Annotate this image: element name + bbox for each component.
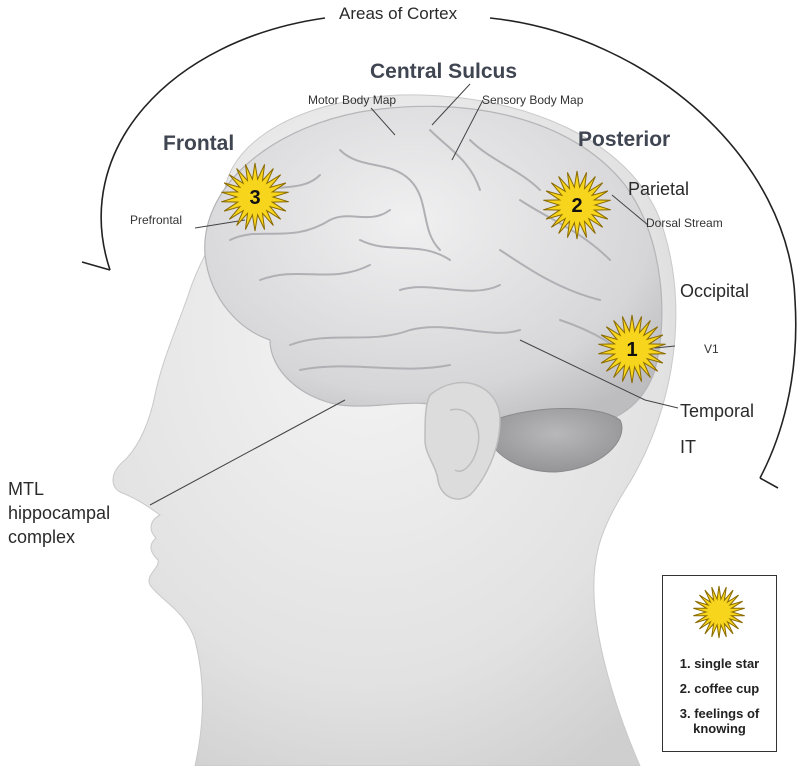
legend-item-3-line1: 3. feelings of	[679, 706, 760, 721]
brain-folds	[229, 129, 641, 371]
star-number-2: 2	[571, 195, 582, 217]
label-central-sulcus: Central Sulcus	[370, 60, 518, 83]
brain-shape	[204, 105, 663, 433]
title-areas-of-cortex: Areas of Cortex	[335, 4, 462, 24]
label-frontal: Frontal	[163, 132, 235, 155]
label-it: IT	[680, 437, 696, 457]
star-number-3: 3	[249, 187, 260, 209]
label-sensory-body-map: Sensory Body Map	[482, 93, 584, 107]
legend-item-2: 2. coffee cup	[679, 681, 760, 696]
star-core-1	[617, 334, 647, 364]
label-dorsal-stream: Dorsal Stream	[646, 216, 723, 230]
arc-end-right	[759, 477, 779, 489]
legend-item-3-line2: knowing	[693, 721, 746, 736]
label-posterior: Posterior	[578, 128, 671, 151]
star-number-1: 1	[626, 339, 637, 361]
label-mtl: MTL hippocampal complex	[8, 477, 110, 549]
label-mtl-line2: hippocampal	[8, 503, 111, 523]
star-2: 2	[543, 170, 611, 240]
label-mtl-line3: complex	[8, 527, 76, 547]
legend-item-1: 1. single star	[679, 656, 760, 671]
label-mtl-line1: MTL	[8, 479, 44, 499]
label-occipital: Occipital	[680, 281, 750, 301]
legend-star-burst	[693, 585, 745, 639]
arc-end-left	[81, 261, 111, 271]
leader-lines	[149, 83, 679, 506]
label-temporal: Temporal	[680, 401, 755, 421]
ear-inner	[449, 408, 480, 472]
star-3: 3	[221, 162, 289, 232]
label-v1: V1	[704, 342, 719, 356]
label-motor-body-map: Motor Body Map	[308, 93, 397, 107]
label-prefrontal: Prefrontal	[130, 213, 183, 227]
star-core-3	[240, 182, 270, 212]
cortex-arc	[100, 17, 797, 479]
star-core-2	[562, 190, 592, 220]
legend-star-icon	[693, 585, 745, 639]
ear	[424, 381, 501, 500]
legend: 1. single star 2. coffee cup 3. feelings…	[662, 575, 777, 752]
legend-item-3: 3. feelings of knowing	[663, 706, 776, 736]
star-1: 1	[598, 314, 666, 384]
label-parietal: Parietal	[628, 179, 690, 199]
